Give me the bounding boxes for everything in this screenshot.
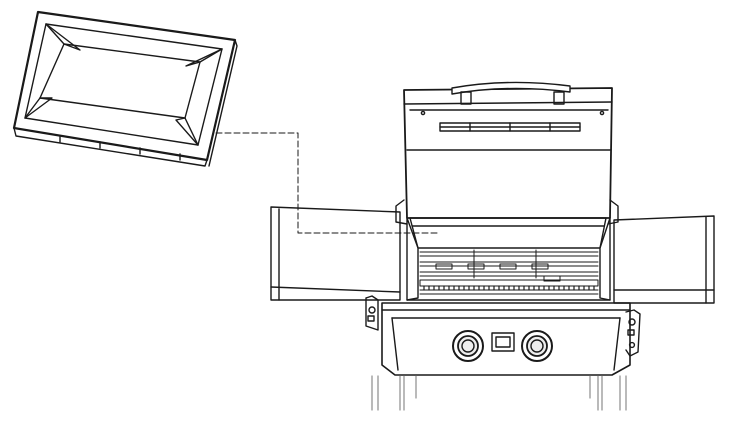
grill-lid: [395, 87, 619, 225]
control-panel: [381, 302, 631, 376]
left-control-knob: [452, 330, 484, 362]
lid-handle: [451, 81, 571, 105]
cooking-grate: [419, 249, 599, 279]
cart-legs: [371, 375, 627, 411]
burner-ports: [423, 285, 595, 291]
grease-tray: [12, 10, 238, 167]
firebox: [406, 217, 611, 301]
left-side-shelf: [270, 206, 401, 301]
right-control-knob: [521, 330, 553, 362]
left-shelf-bracket: [365, 295, 379, 331]
ignition-button: [491, 332, 515, 352]
right-side-shelf: [613, 215, 715, 304]
right-shelf-bracket: [625, 309, 641, 357]
insert-path-line: [215, 132, 441, 234]
leader-lines: [215, 132, 441, 234]
